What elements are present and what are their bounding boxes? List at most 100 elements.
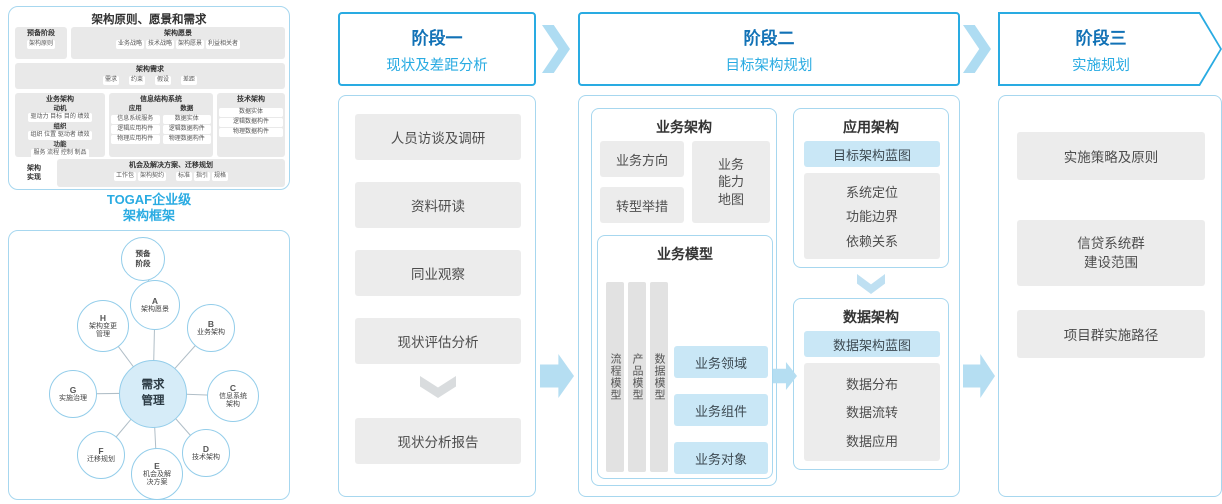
phase-3-column: 实施策略及原则 信贷系统群 建设范围 项目群实施路径 [998, 95, 1222, 497]
preliminary-phase-box: 预备阶段 架构原则 [15, 27, 67, 59]
business-direction-box: 业务方向 [600, 141, 684, 177]
panel-title: 架构原则、愿景和需求 [91, 14, 207, 26]
chevron-separator-icon [963, 25, 991, 73]
requirement-chip: 需求 [102, 76, 119, 85]
step-box-assessment: 现状评估分析 [355, 318, 521, 364]
business-architecture-title: 业务架构 [656, 119, 712, 135]
data-label: 数据 [180, 105, 194, 112]
adm-node-label: 架构愿景 [141, 305, 169, 313]
adm-center-label: 需求管理 [141, 379, 165, 407]
business-architecture-box: 业务架构 动机 驱动力 目标 目的 绩效 组织 组织 位置 驱动者 绩效 功能 … [15, 93, 105, 158]
togaf-framework-caption: TOGAF企业级 架构框架 [106, 192, 192, 223]
adm-node-b-business: B 业务架构 [187, 304, 235, 352]
business-object-box: 业务对象 [674, 442, 768, 474]
requirement-chip: 约束 [128, 76, 145, 85]
phase-2-title: 阶段二 [743, 28, 795, 48]
data-architecture-blueprint-box: 数据架构蓝图 [804, 331, 940, 357]
product-model-bar: 产品模型 [628, 282, 646, 472]
step-box-interviews: 人员访谈及调研 [355, 114, 521, 160]
function-items: 服务 流程 控制 制品 [31, 149, 89, 158]
data-chip: 逻辑数据构件 [162, 125, 211, 134]
organization-label: 组织 [53, 123, 67, 130]
data-architecture-panel: 数据架构 数据架构蓝图 数据分布 数据流转 数据应用 [793, 298, 949, 470]
vision-title: 架构愿景 [164, 30, 192, 37]
adm-node-label: 迁移规划 [87, 455, 115, 463]
adm-node-f-migration: F 迁移规划 [77, 431, 125, 479]
application-architecture-title: 应用架构 [843, 119, 899, 135]
business-domain-box: 业务领域 [674, 346, 768, 378]
adm-node-d-technology: D 技术架构 [182, 429, 230, 477]
adm-node-preliminary: 预备阶段 [121, 237, 165, 281]
phase-1-banner: 阶段一 现状及差距分析 [338, 12, 536, 86]
adm-node-label: 业务架构 [197, 328, 225, 336]
business-capability-map-box: 业务能力地图 [692, 141, 770, 223]
right-arrow-icon [963, 354, 995, 398]
adm-node-label: 机会及解决方案 [143, 470, 171, 486]
application-chip: 信息系统服务 [111, 115, 160, 124]
phase-3-arrow-fill [1000, 14, 1220, 84]
adm-node-g-governance: G 实施治理 [49, 370, 97, 418]
application-chip: 物理应用构件 [111, 135, 160, 144]
vision-chip: 架构愿景 [176, 40, 205, 49]
implementation-strategy-box: 实施策略及原则 [1017, 132, 1205, 180]
motivation-items: 驱动力 目标 目的 绩效 [28, 113, 92, 122]
transformation-initiatives-box: 转型举措 [600, 187, 684, 223]
business-model-title: 业务模型 [657, 246, 713, 262]
architecture-vision-box: 架构愿景 业务战略 技术战略 架构愿景 利益相关者 [71, 27, 285, 59]
preliminary-phase-title: 预备阶段 [27, 30, 55, 37]
information-systems-box: 信息结构系统 应用 信息系统服务 逻辑应用构件 物理应用构件 数据 数据实体 逻… [109, 93, 213, 157]
vision-chip: 利益相关者 [206, 40, 241, 49]
dependency-relationship-text: 依赖关系 [845, 234, 898, 250]
phase-1-column: 人员访谈及调研 资料研读 同业观察 现状评估分析 现状分析报告 [338, 95, 536, 497]
realization-chip: 标准 [175, 172, 192, 181]
application-items-block: 系统定位 功能边界 依赖关系 [804, 173, 940, 259]
adm-node-label: 技术架构 [192, 453, 220, 461]
technology-architecture-title: 技术架构 [237, 96, 265, 103]
data-items-block: 数据分布 数据流转 数据应用 [804, 363, 940, 461]
phase-1-title: 阶段一 [411, 28, 463, 48]
requirement-chip: 假设 [155, 76, 172, 85]
opportunities-migration-title: 机会及解决方案、迁移规划 [129, 162, 213, 169]
down-arrow-icon [420, 376, 456, 398]
application-label: 应用 [128, 105, 142, 112]
function-boundary-text: 功能边界 [845, 209, 898, 225]
down-arrow-icon [857, 274, 885, 294]
adm-cycle-panel: 预备阶段 A 架构愿景 B 业务架构 C 信息系统架构 D 技术架构 E 机会及… [8, 230, 290, 500]
requirement-chip: 差距 [181, 76, 198, 85]
adm-center-requirements: 需求管理 [119, 360, 187, 428]
information-systems-title: 信息结构系统 [140, 96, 182, 103]
adm-node-c-information-systems: C 信息系统架构 [207, 370, 259, 422]
business-component-box: 业务组件 [674, 394, 768, 426]
phase-1-subtitle: 现状及差距分析 [386, 57, 488, 74]
business-architecture-panel: 业务架构 业务方向 转型举措 业务能力地图 业务模型 流程模型 产品模型 数据模… [591, 108, 777, 486]
data-flow-text: 数据流转 [845, 405, 898, 421]
vision-chip: 业务战略 [115, 40, 144, 49]
vision-chip: 技术战略 [145, 40, 174, 49]
data-chip: 物理数据构件 [162, 135, 211, 144]
architecture-content-framework-panel: 架构原则、愿景和需求 预备阶段 架构原则 架构愿景 业务战略 技术战略 架构愿景… [8, 6, 290, 190]
data-application-text: 数据应用 [845, 434, 898, 450]
business-architecture-title: 业务架构 [46, 96, 74, 103]
technology-architecture-box: 技术架构 数据实体 逻辑数据构件 物理数据构件 [217, 93, 285, 157]
architecture-requirements-box: 架构需求 需求 约束 假设 差距 [15, 63, 285, 89]
adm-node-letter: D [202, 443, 210, 454]
adm-node-letter: H [99, 312, 107, 323]
adm-node-label: 信息系统架构 [219, 392, 247, 408]
realization-chip: 架构契约 [137, 172, 166, 181]
phase-3-banner: 阶段三 实施规划 [998, 12, 1222, 86]
result-box-report: 现状分析报告 [355, 418, 521, 464]
phase-2-banner: 阶段二 目标架构规划 [578, 12, 960, 86]
chevron-separator-icon [542, 25, 570, 73]
phase-2-column: 业务架构 业务方向 转型举措 业务能力地图 业务模型 流程模型 产品模型 数据模… [578, 95, 960, 497]
program-implementation-path-box: 项目群实施路径 [1017, 310, 1205, 358]
requirements-title: 架构需求 [136, 66, 164, 73]
adm-node-label: 实施治理 [59, 394, 87, 402]
realization-chip: 规格 [212, 172, 229, 181]
motivation-label: 动机 [53, 105, 67, 112]
data-architecture-title: 数据架构 [843, 309, 899, 325]
realization-chip: 指引 [194, 172, 211, 181]
adm-node-a-vision: A 架构愿景 [130, 280, 180, 330]
adm-node-letter: B [207, 318, 215, 329]
process-model-bar: 流程模型 [606, 282, 624, 472]
